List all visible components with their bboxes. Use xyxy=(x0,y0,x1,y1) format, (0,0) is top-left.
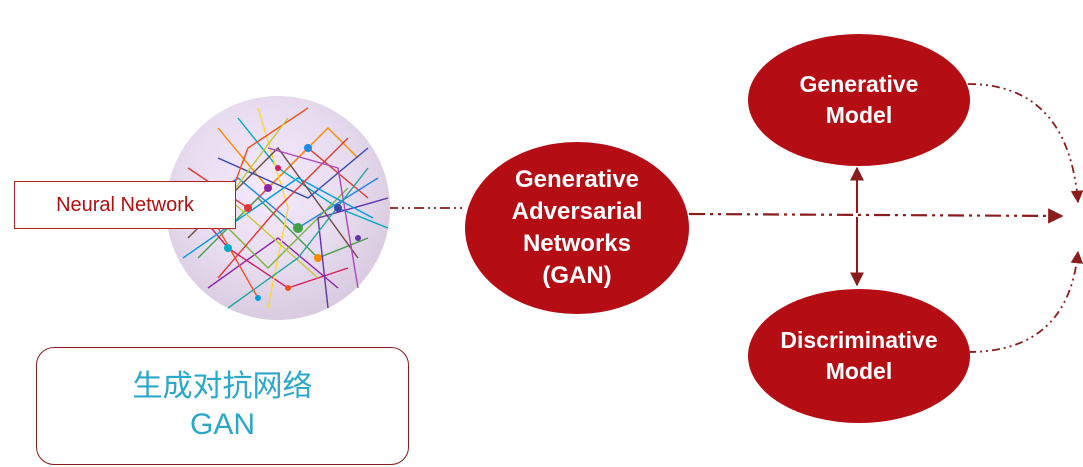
gan-title-box: 生成对抗网络 GAN xyxy=(36,347,409,465)
discriminative-model-node: Discriminative Model xyxy=(748,289,970,423)
generative-model-node: Generative Model xyxy=(748,34,970,166)
gan-node-line-3: Networks xyxy=(522,230,632,257)
gan-node-line-2: Adversarial xyxy=(511,198,643,225)
discriminative-node-line-1: Discriminative xyxy=(780,327,938,353)
gan-node: Generative Adversarial Networks (GAN) xyxy=(465,142,689,314)
gan-to-output-arrow xyxy=(688,208,1064,224)
discriminative-node-line-2: Model xyxy=(825,358,893,384)
neural-network-label-text: Neural Network xyxy=(56,193,194,216)
generative-node-line-1: Generative xyxy=(799,71,919,97)
generative-feedback-curve xyxy=(967,83,1083,204)
neural-network-label: Neural Network xyxy=(14,181,236,229)
gan-node-line-4: (GAN) xyxy=(542,262,612,289)
discriminative-feedback-curve xyxy=(967,250,1083,353)
gan-node-line-1: Generative xyxy=(514,166,640,193)
gan-title-chinese: 生成对抗网络 xyxy=(132,370,313,403)
generative-node-line-2: Model xyxy=(825,102,893,128)
gan-title-abbrev: GAN xyxy=(189,408,255,441)
